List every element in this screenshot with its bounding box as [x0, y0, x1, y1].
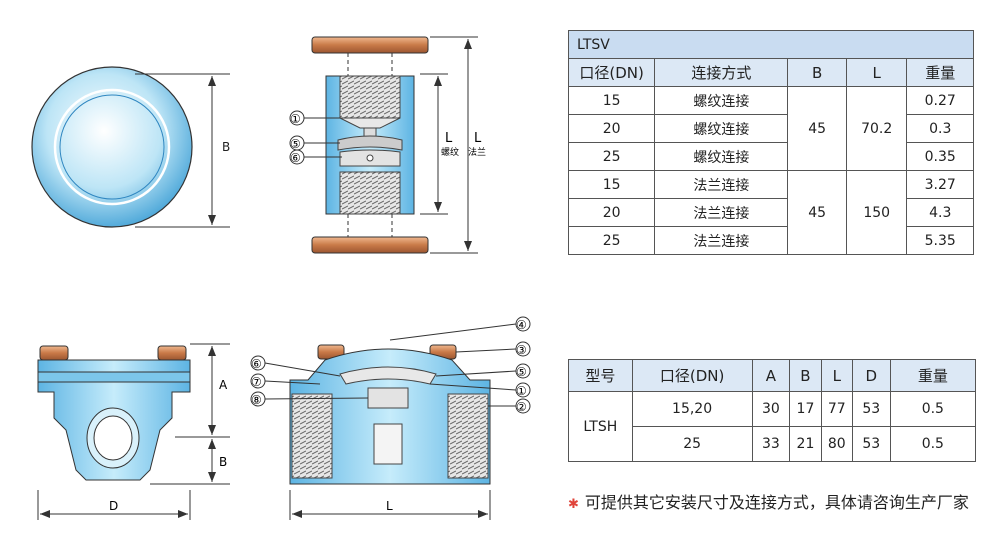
table-row: 20 法兰连接 4.3: [567, 198, 974, 227]
balloon-2: ②: [516, 400, 527, 414]
balloon-3: ③: [516, 343, 527, 357]
footnote: ✱ 可提供其它安装尺寸及连接方式，具体请咨询生产厂家: [568, 492, 988, 516]
col-L: L: [820, 359, 853, 392]
cell-conn: 法兰连接: [654, 198, 789, 227]
cell-D: 53: [851, 391, 891, 427]
cell-B: 17: [789, 391, 822, 427]
footnote-text: 可提供其它安装尺寸及连接方式，具体请咨询生产厂家: [584, 493, 969, 512]
col-D: D: [851, 359, 891, 392]
cell-model: LTSH: [568, 391, 633, 462]
ltsv-spec-table: LTSV 口径(DN) 连接方式 B L 重量 15 螺纹连接 45 70.2 …: [567, 30, 974, 255]
balloon-4: ④: [516, 318, 527, 332]
cell-B: 21: [789, 426, 822, 462]
cell-A: 30: [751, 391, 791, 427]
drawings: B ① ⑤ ⑥ L 螺纹: [31, 36, 531, 520]
cell-dn: 15,20: [631, 391, 753, 427]
dim-label-D: D: [109, 499, 118, 513]
cell-weight: 4.3: [906, 198, 974, 227]
cell-L: 77: [820, 391, 853, 427]
balloon-8: ⑧: [251, 393, 262, 407]
cell-weight: 0.3: [906, 114, 974, 143]
dim-label-A: A: [219, 378, 228, 392]
cell-weight: 0.5: [889, 391, 977, 427]
cell-dn: 25: [567, 142, 656, 171]
dim-label-L-flange: L: [474, 131, 482, 146]
cell-A: 33: [751, 426, 791, 462]
cell-weight: 3.27: [906, 170, 974, 199]
asterisk-icon: ✱: [568, 497, 579, 512]
cell-B: 45: [787, 86, 847, 171]
col-weight: 重量: [889, 359, 977, 392]
dim-label-L2: L: [386, 499, 393, 513]
cell-conn: 法兰连接: [654, 170, 789, 199]
ltsh-section-view: ④ ③ ⑤ ① ② ⑥ ⑦ ⑧ L: [250, 316, 531, 520]
table-row: 20 螺纹连接 0.3: [567, 114, 974, 143]
table-row: 15 法兰连接 45 150 3.27: [567, 170, 974, 255]
cell-conn: 螺纹连接: [654, 86, 789, 115]
dim-label-B2: B: [219, 455, 227, 469]
disc-view: B: [31, 66, 230, 228]
cell-dn: 25: [631, 426, 753, 462]
cell-dn: 20: [567, 198, 656, 227]
cell-weight: 0.5: [889, 426, 977, 462]
balloon-1: ①: [290, 112, 301, 126]
table-row: 25 法兰连接 5.35: [567, 226, 974, 255]
ltsh-front-view: A B D: [37, 343, 230, 520]
ltsv-section-view: ① ⑤ ⑥ L 螺纹 L 法兰: [289, 36, 486, 254]
col-B: B: [789, 359, 822, 392]
cell-conn: 法兰连接: [654, 226, 789, 255]
cell-dn: 20: [567, 114, 656, 143]
col-dn: 口径(DN): [631, 359, 753, 392]
cell-dn: 15: [567, 170, 656, 199]
dim-label-thread: 螺纹: [441, 146, 459, 158]
cell-weight: 0.27: [906, 86, 974, 115]
cell-L: 80: [820, 426, 853, 462]
col-connection: 连接方式: [654, 58, 789, 87]
cell-weight: 0.35: [906, 142, 974, 171]
balloon-5: ⑤: [290, 137, 301, 151]
cell-B: 45: [787, 170, 847, 255]
cell-dn: 15: [567, 86, 656, 115]
balloon-5b: ⑤: [516, 365, 527, 379]
ltsv-model-title: LTSV: [568, 30, 974, 59]
col-weight: 重量: [906, 58, 974, 87]
table-row: 25 33 21 80 53 0.5: [569, 426, 977, 462]
cell-weight: 5.35: [906, 226, 974, 255]
cell-conn: 螺纹连接: [654, 114, 789, 143]
cell-conn: 螺纹连接: [654, 142, 789, 171]
dim-label-B: B: [222, 140, 230, 154]
ltsh-header-row: 型号 口径(DN) A B L D 重量: [568, 359, 977, 392]
cell-D: 53: [851, 426, 891, 462]
col-model: 型号: [568, 359, 633, 392]
table-row: 25 螺纹连接 0.35: [567, 142, 974, 171]
ltsh-spec-table: 型号 口径(DN) A B L D 重量 LTSH 15,20 30 17 77…: [568, 359, 977, 462]
balloon-6: ⑥: [290, 151, 301, 165]
table-row: 15 螺纹连接 45 70.2 0.27: [567, 86, 974, 171]
balloon-6b: ⑥: [251, 357, 262, 371]
cell-dn: 25: [567, 226, 656, 255]
balloon-7: ⑦: [251, 375, 262, 389]
col-L: L: [845, 58, 908, 87]
cell-L: 70.2: [845, 86, 908, 171]
dim-label-L-thread: L: [445, 131, 453, 146]
col-B: B: [787, 58, 847, 87]
dim-label-flange: 法兰: [468, 146, 486, 158]
ltsv-header-row: 口径(DN) 连接方式 B L 重量: [567, 58, 974, 87]
col-dn: 口径(DN): [567, 58, 656, 87]
col-A: A: [751, 359, 791, 392]
balloon-1b: ①: [516, 384, 527, 398]
cell-L: 150: [845, 170, 908, 255]
table-row: LTSH 15,20 30 17 77 53 0.5: [568, 391, 977, 462]
